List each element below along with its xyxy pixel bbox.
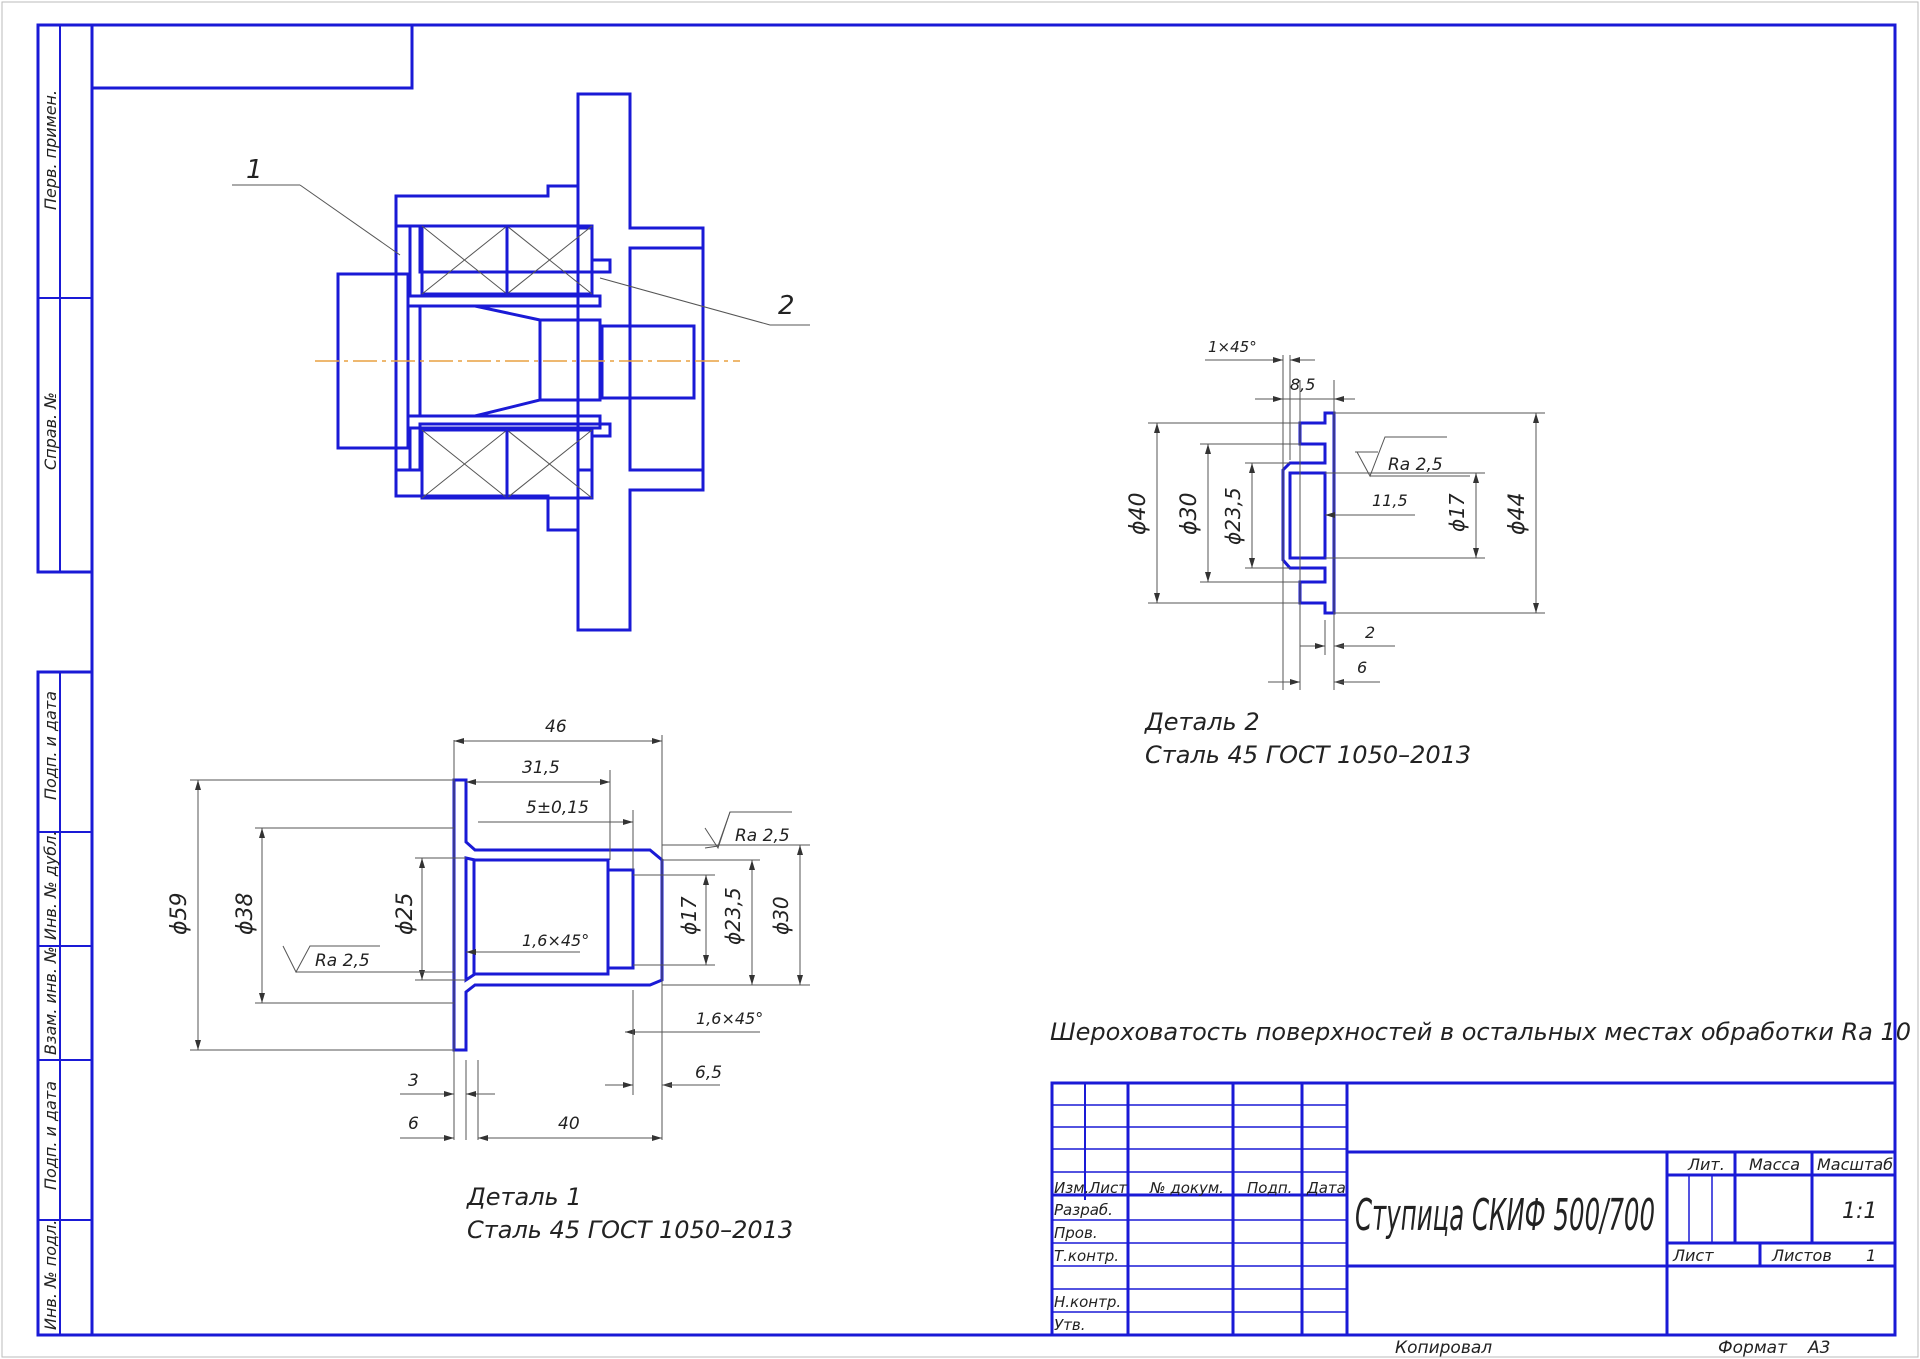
tb-sheets-value: 1: [1866, 1246, 1876, 1265]
tb-sheet: Лист: [1672, 1246, 1714, 1265]
d1-chamfer-1: 1,6×45°: [522, 931, 589, 950]
detail2-bore: [1288, 471, 1327, 560]
d1-dim-23-5: ϕ23,5: [721, 887, 745, 945]
d2-dim-6: 6: [1357, 658, 1367, 677]
tb-mass: Масса: [1749, 1155, 1800, 1174]
detail2-title: Деталь 2: [1144, 708, 1260, 736]
callout-1: 1: [246, 155, 263, 185]
title-block: Изм. Лист № докум. Подп. Дата Разраб. Пр…: [1050, 1081, 1897, 1337]
assembly-hub-flange: [576, 92, 705, 632]
footer-format-value: А3: [1807, 1338, 1830, 1358]
side-stamp-3: Подп. и дата: [41, 691, 60, 800]
d1-dim-6-5: 6,5: [695, 1063, 722, 1083]
detail1-title: Деталь 1: [466, 1183, 582, 1211]
d2-dim-23-5: ϕ23,5: [1221, 487, 1245, 545]
d2-dim-44: ϕ44: [1505, 492, 1530, 535]
d1-dim-30: ϕ30: [769, 896, 793, 935]
side-stamp-7: Инв. № подл.: [41, 1220, 60, 1330]
callout-2: 2: [778, 291, 795, 321]
tb-scale-value: 1:1: [1842, 1199, 1877, 1224]
detail1-view: 46 31,5 5±0,15 ϕ59 ϕ38 ϕ25 ϕ17 ϕ23,5 ϕ30: [167, 717, 810, 1244]
tb-scale: Масштаб: [1817, 1155, 1893, 1174]
tb-lit: Лит.: [1687, 1155, 1725, 1174]
d2-dim-30: ϕ30: [1177, 492, 1202, 535]
side-stamp-5: Взам. инв. №: [41, 946, 60, 1055]
d1-roughness-1: Ra 2,5: [735, 826, 790, 846]
d1-dim-40: 40: [558, 1114, 580, 1134]
d1-chamfer-2: 1,6×45°: [696, 1009, 763, 1028]
d2-dim-11-5: 11,5: [1372, 491, 1408, 510]
tb-row-razrab: Разраб.: [1054, 1201, 1113, 1219]
tb-col-doc: № докум.: [1149, 1179, 1224, 1197]
d1-roughness-2: Ra 2,5: [315, 951, 370, 971]
d2-dim-17: ϕ17: [1445, 493, 1469, 532]
tb-row-nkontr: Н.контр.: [1054, 1293, 1121, 1311]
side-stamp-columns: Перв. примен. Справ. № Подп. и дата Инв.…: [36, 23, 94, 1337]
top-left-stamp-box: [90, 23, 414, 90]
tb-row-utv: Утв.: [1054, 1316, 1086, 1334]
footer-copied: Копировал: [1395, 1338, 1492, 1358]
d2-dim-2: 2: [1365, 623, 1375, 642]
d1-dim-31-5: 31,5: [522, 758, 560, 778]
d2-roughness: Ra 2,5: [1388, 455, 1443, 475]
d1-roughness-mark-2: [282, 945, 380, 974]
footer-format: Формат: [1718, 1338, 1788, 1358]
d2-dim-8-5: 8,5: [1290, 375, 1315, 394]
d1-dim-38: ϕ38: [233, 892, 258, 935]
tb-row-prov: Пров.: [1054, 1224, 1098, 1242]
d1-dim-3: 3: [408, 1071, 419, 1091]
detail1-material: Сталь 45 ГОСТ 1050–2013: [467, 1216, 793, 1244]
detail2-view: 1×45° 8,5 ϕ40 ϕ30 ϕ23,5 11,5 ϕ17 ϕ44 2: [1126, 338, 1545, 769]
detail1-section: [452, 778, 664, 1052]
d2-chamfer: 1×45°: [1208, 338, 1257, 356]
assembly-washer-detail2: [538, 318, 602, 402]
detail1-bore: [464, 856, 635, 983]
roughness-note: Шероховатость поверхностей в остальных м…: [1050, 1018, 1911, 1046]
tb-row-tkontr: Т.контр.: [1054, 1247, 1119, 1265]
assembly-view: 1 2: [232, 92, 810, 632]
tb-col-sign: Подп.: [1247, 1179, 1292, 1197]
tb-designation: Ступица СКИФ 500/700: [1355, 1190, 1655, 1241]
assembly-thread: [600, 324, 696, 400]
d2-roughness-mark: [1356, 436, 1447, 478]
d1-dim-59: ϕ59: [167, 892, 192, 935]
tb-col-list: Лист: [1088, 1179, 1128, 1197]
d1-dim-46: 46: [545, 717, 567, 737]
side-stamp-2: Справ. №: [41, 392, 60, 470]
d1-dim-5: 5±0,15: [526, 798, 589, 818]
tb-col-date: Дата: [1306, 1179, 1346, 1197]
d1-dim-6: 6: [408, 1114, 419, 1134]
drawing-frame: [90, 23, 1897, 1337]
d1-dim-17: ϕ17: [677, 896, 701, 935]
side-stamp-4: Инв. № дубл.: [41, 831, 60, 940]
d1-dim-25: ϕ25: [393, 892, 418, 935]
detail2-material: Сталь 45 ГОСТ 1050–2013: [1145, 741, 1471, 769]
side-stamp-1: Перв. примен.: [41, 90, 60, 210]
tb-col-izm: Изм.: [1054, 1179, 1089, 1197]
tb-sheets: Листов: [1771, 1246, 1832, 1265]
side-stamp-6: Подп. и дата: [41, 1081, 60, 1190]
d2-dim-40: ϕ40: [1126, 492, 1151, 535]
